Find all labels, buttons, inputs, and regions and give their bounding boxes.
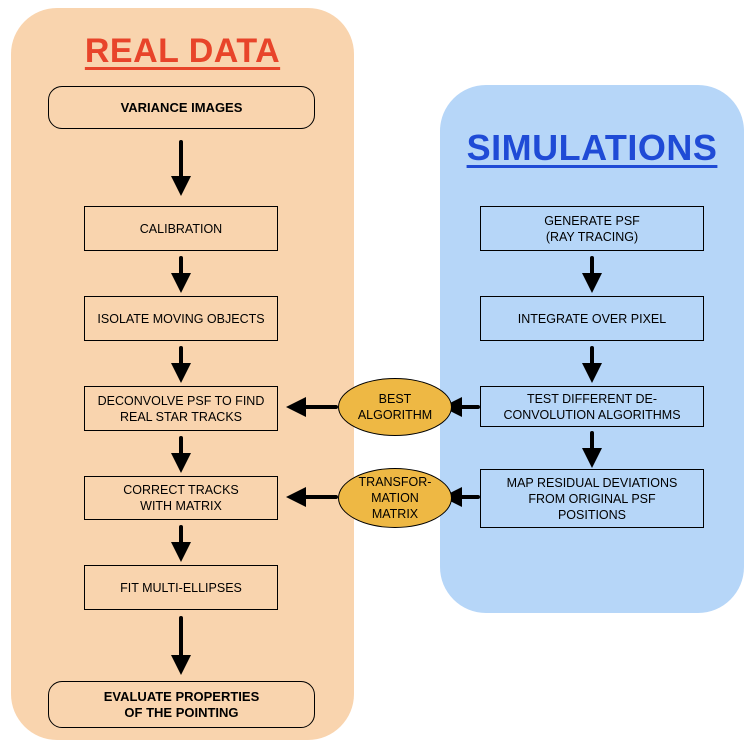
simulations-panel: SIMULATIONS [440,85,744,613]
integrate-over-pixel-step: INTEGRATE OVER PIXEL [480,296,704,341]
best-algorithm-connector: BEST ALGORITHM [338,378,452,436]
deconvolve-psf-step: DECONVOLVE PSF TO FIND REAL STAR TRACKS [84,386,278,431]
generate-psf-step: GENERATE PSF (RAY TRACING) [480,206,704,251]
transformation-matrix-connector: TRANSFOR- MATION MATRIX [338,468,452,528]
correct-tracks-step: CORRECT TRACKS WITH MATRIX [84,476,278,520]
test-deconvolution-step: TEST DIFFERENT DE- CONVOLUTION ALGORITHM… [480,386,704,427]
calibration-step: CALIBRATION [84,206,278,251]
map-residual-deviations-step: MAP RESIDUAL DEVIATIONS FROM ORIGINAL PS… [480,469,704,528]
real-data-title: REAL DATA [84,32,281,70]
variance-images-step: VARIANCE IMAGES [48,86,315,129]
fit-multi-ellipses-step: FIT MULTI-ELLIPSES [84,565,278,610]
simulations-title: SIMULATIONS [466,127,718,168]
evaluate-properties-step: EVALUATE PROPERTIES OF THE POINTING [48,681,315,728]
isolate-moving-objects-step: ISOLATE MOVING OBJECTS [84,296,278,341]
